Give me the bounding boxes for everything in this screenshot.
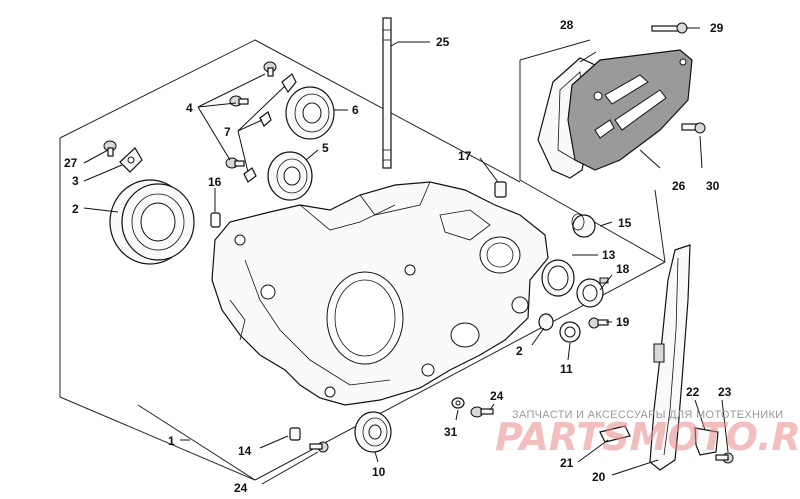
callout-15: 15 bbox=[618, 216, 632, 230]
plate-7b bbox=[259, 111, 272, 127]
bolt-24b bbox=[309, 441, 329, 453]
main-bearing-left bbox=[109, 179, 195, 265]
callout-21: 21 bbox=[560, 456, 574, 470]
bracket-22 bbox=[694, 427, 719, 456]
dowel-17 bbox=[494, 181, 507, 198]
callout-23: 23 bbox=[718, 385, 732, 399]
callout-5: 5 bbox=[322, 141, 329, 155]
dowel-16 bbox=[210, 212, 221, 228]
callout-29: 29 bbox=[710, 21, 724, 35]
chain-guide-20 bbox=[649, 244, 691, 471]
watermark: ЗАПЧАСТИ И АКСЕССУАРЫ ДЛЯ МОТОТЕХНИКИ PA… bbox=[495, 409, 800, 459]
callout-14: 14 bbox=[238, 444, 252, 458]
bearing-10 bbox=[354, 411, 392, 453]
callout-31: 31 bbox=[444, 425, 458, 439]
pin-21 bbox=[599, 425, 631, 443]
washer-31 bbox=[451, 397, 465, 409]
screw-27 bbox=[103, 140, 117, 157]
bearing-6 bbox=[285, 86, 335, 140]
screw-29 bbox=[651, 22, 688, 34]
seal-13 bbox=[541, 259, 575, 297]
callout-26: 26 bbox=[672, 179, 686, 193]
callout-22: 22 bbox=[686, 385, 700, 399]
dowel-14 bbox=[289, 427, 301, 441]
bearing-5 bbox=[267, 151, 313, 201]
callout-24-bottom: 24 bbox=[234, 481, 248, 495]
screw-4b bbox=[229, 95, 249, 107]
callout-16: 16 bbox=[208, 175, 222, 189]
bushing-15 bbox=[571, 213, 596, 238]
plate-7c bbox=[243, 167, 257, 183]
leader-lines bbox=[83, 27, 729, 485]
callout-2-left: 2 bbox=[72, 202, 79, 216]
screw-4c bbox=[225, 157, 245, 169]
callout-1: 1 bbox=[168, 434, 175, 448]
retainer-3 bbox=[119, 147, 143, 173]
callout-3: 3 bbox=[72, 174, 79, 188]
callout-30: 30 bbox=[706, 179, 720, 193]
bolt-23 bbox=[715, 452, 734, 464]
callout-28: 28 bbox=[560, 18, 574, 32]
bolt-24a bbox=[470, 406, 494, 418]
side-cover-26 bbox=[567, 49, 693, 171]
bushing-11 bbox=[559, 321, 581, 343]
callout-7: 7 bbox=[224, 125, 231, 139]
callout-4: 4 bbox=[186, 101, 193, 115]
callout-2-right: 2 bbox=[516, 344, 523, 358]
callout-27: 27 bbox=[64, 156, 78, 170]
callout-11: 11 bbox=[560, 362, 573, 376]
watermark-logo: PARTSMOTO.RU bbox=[495, 415, 800, 459]
callout-labels: 1 2 2 3 4 5 6 7 10 11 13 14 15 16 17 18 … bbox=[64, 18, 732, 495]
screw-30 bbox=[681, 122, 706, 134]
callout-20: 20 bbox=[592, 470, 606, 484]
callout-18: 18 bbox=[616, 262, 630, 276]
watermark-subtitle: ЗАПЧАСТИ И АКСЕССУАРЫ ДЛЯ МОТОТЕХНИКИ bbox=[512, 409, 783, 421]
screw-4a bbox=[263, 61, 277, 77]
crankcase-half bbox=[211, 181, 549, 406]
callout-24-right: 24 bbox=[490, 389, 504, 403]
callout-25: 25 bbox=[436, 35, 450, 49]
flange-18 bbox=[576, 277, 609, 308]
plate-7a bbox=[281, 73, 297, 94]
callout-10: 10 bbox=[372, 465, 386, 479]
callout-6: 6 bbox=[352, 103, 359, 117]
callout-19: 19 bbox=[616, 315, 630, 329]
callout-13: 13 bbox=[602, 248, 616, 262]
callout-17: 17 bbox=[458, 149, 472, 163]
stud-bolt bbox=[382, 17, 392, 169]
bolt-19 bbox=[588, 317, 609, 329]
bushing-2b bbox=[538, 313, 554, 331]
